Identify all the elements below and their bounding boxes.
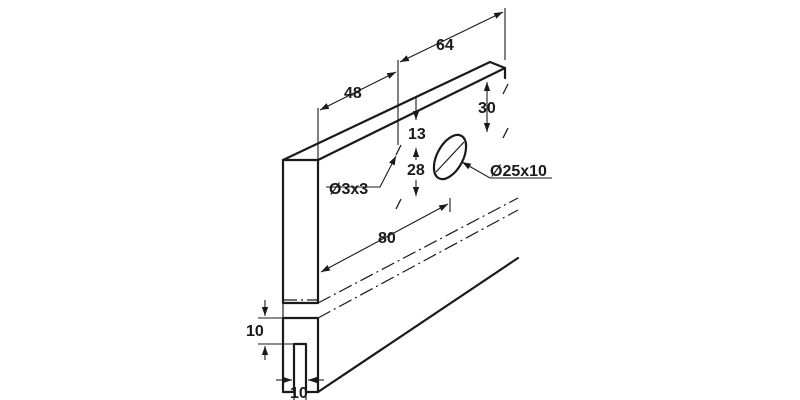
dia-25x10-callout: Ø25x10 [461,161,552,180]
small-hole-mark-1 [395,144,402,156]
dia-3x3-label: Ø3x3 [329,181,368,198]
dim-10-height: 10 [246,300,294,360]
lower-front-outline [281,316,320,394]
small-hole-mark-4 [502,83,509,95]
dim-80-label: 80 [378,230,396,247]
large-bore-centerline [435,141,465,173]
dim-13-28: 13 28 [407,96,426,196]
large-bore-hole [432,133,468,181]
hidden-line-lower [317,209,519,319]
dim-30-label: 30 [478,100,496,117]
dim-64: 64 [397,8,506,145]
small-hole-mark-3 [502,127,509,139]
dim-30: 30 [478,82,496,132]
small-hole-mark-2 [395,198,402,210]
groove-section [281,299,320,394]
dim-10-width-label: 10 [290,385,308,400]
dim-10-height-label: 10 [246,323,264,340]
front-face [281,158,320,305]
dim-48: 48 [317,71,397,160]
dia-3x3-callout: Ø3x3 [326,155,397,198]
dim-80: 80 [320,198,451,273]
dim-64-label: 64 [436,37,454,54]
dim-28-label: 28 [407,162,425,179]
hidden-line-upper [317,197,519,304]
dim-48-label: 48 [344,85,362,102]
dim-13-label: 13 [408,126,426,143]
top-face [281,60,507,162]
dia-25x10-label: Ø25x10 [490,163,547,180]
dim-10-width: 10 [276,376,324,400]
break-line-front [283,299,318,319]
side-face-lower-edge [316,256,520,394]
